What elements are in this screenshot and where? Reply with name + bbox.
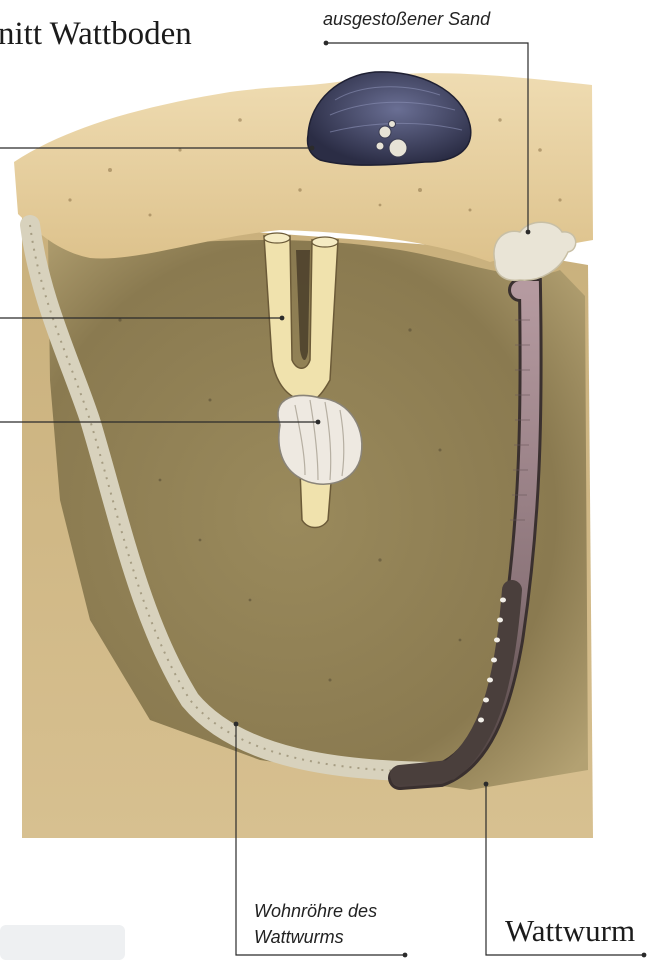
label-lugworm: Wattwurm — [505, 913, 635, 949]
label-burrow-tube: Wohnröhre des Wattwurms — [254, 898, 424, 950]
paper-mark — [0, 925, 125, 960]
label-burrow-line1: Wohnröhre des — [254, 898, 424, 924]
label-burrow-line2: Wattwurms — [254, 924, 424, 950]
label-expelled-sand: ausgestoßener Sand — [323, 6, 490, 32]
page-title: nitt Wattboden — [0, 16, 192, 53]
